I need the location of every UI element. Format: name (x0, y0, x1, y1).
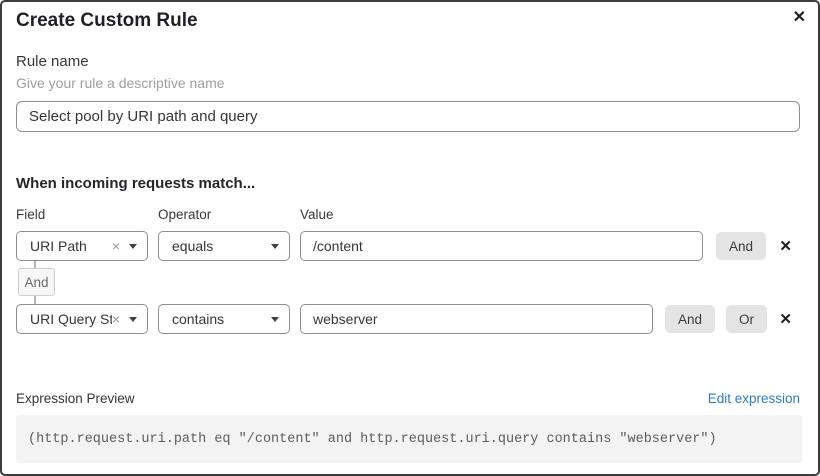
add-or-condition-button[interactable]: Or (726, 305, 768, 333)
remove-row-icon[interactable]: ✕ (779, 311, 792, 328)
add-and-condition-button[interactable]: And (665, 305, 716, 333)
dialog-title: Create Custom Rule (16, 10, 198, 31)
operator-column-label: Operator (158, 207, 212, 222)
edit-expression-link[interactable]: Edit expression (707, 391, 800, 406)
chevron-down-icon (129, 316, 137, 322)
chevron-down-icon (271, 316, 279, 322)
field-select[interactable]: URI Path × (16, 231, 148, 261)
field-select-value: URI Query St... (30, 311, 112, 327)
clear-icon[interactable]: × (111, 311, 120, 327)
remove-row-icon[interactable]: ✕ (779, 238, 792, 255)
operator-select[interactable]: equals (158, 231, 290, 261)
rule-name-input[interactable] (16, 101, 800, 132)
and-connector-badge: And (18, 268, 55, 296)
chevron-down-icon (271, 243, 279, 249)
connector-line (34, 261, 36, 268)
match-section-heading: When incoming requests match... (16, 175, 256, 192)
field-column-label: Field (16, 207, 46, 222)
rule-name-label: Rule name (16, 53, 89, 70)
condition-row: URI Query St... × contains And Or ✕ (16, 304, 794, 334)
clear-icon[interactable]: × (111, 238, 120, 254)
value-input[interactable] (300, 304, 653, 334)
expression-preview-code: (http.request.uri.path eq "/content" and… (16, 415, 802, 463)
field-select[interactable]: URI Query St... × (16, 304, 148, 334)
rule-name-hint: Give your rule a descriptive name (16, 75, 225, 91)
expression-preview-label: Expression Preview (16, 391, 135, 406)
chevron-down-icon (129, 243, 137, 249)
close-icon[interactable]: ✕ (789, 7, 810, 29)
condition-row: URI Path × equals And ✕ (16, 231, 794, 261)
connector-line (34, 296, 36, 304)
add-and-condition-button[interactable]: And (716, 232, 767, 260)
value-column-label: Value (300, 207, 334, 222)
operator-select[interactable]: contains (158, 304, 290, 334)
operator-select-value: equals (172, 238, 214, 254)
field-select-value: URI Path (30, 238, 87, 254)
expression-preview-header: Expression Preview Edit expression (16, 391, 800, 406)
operator-select-value: contains (172, 311, 225, 327)
condition-column-labels: Field Operator Value (16, 207, 334, 222)
value-input[interactable] (300, 231, 703, 261)
